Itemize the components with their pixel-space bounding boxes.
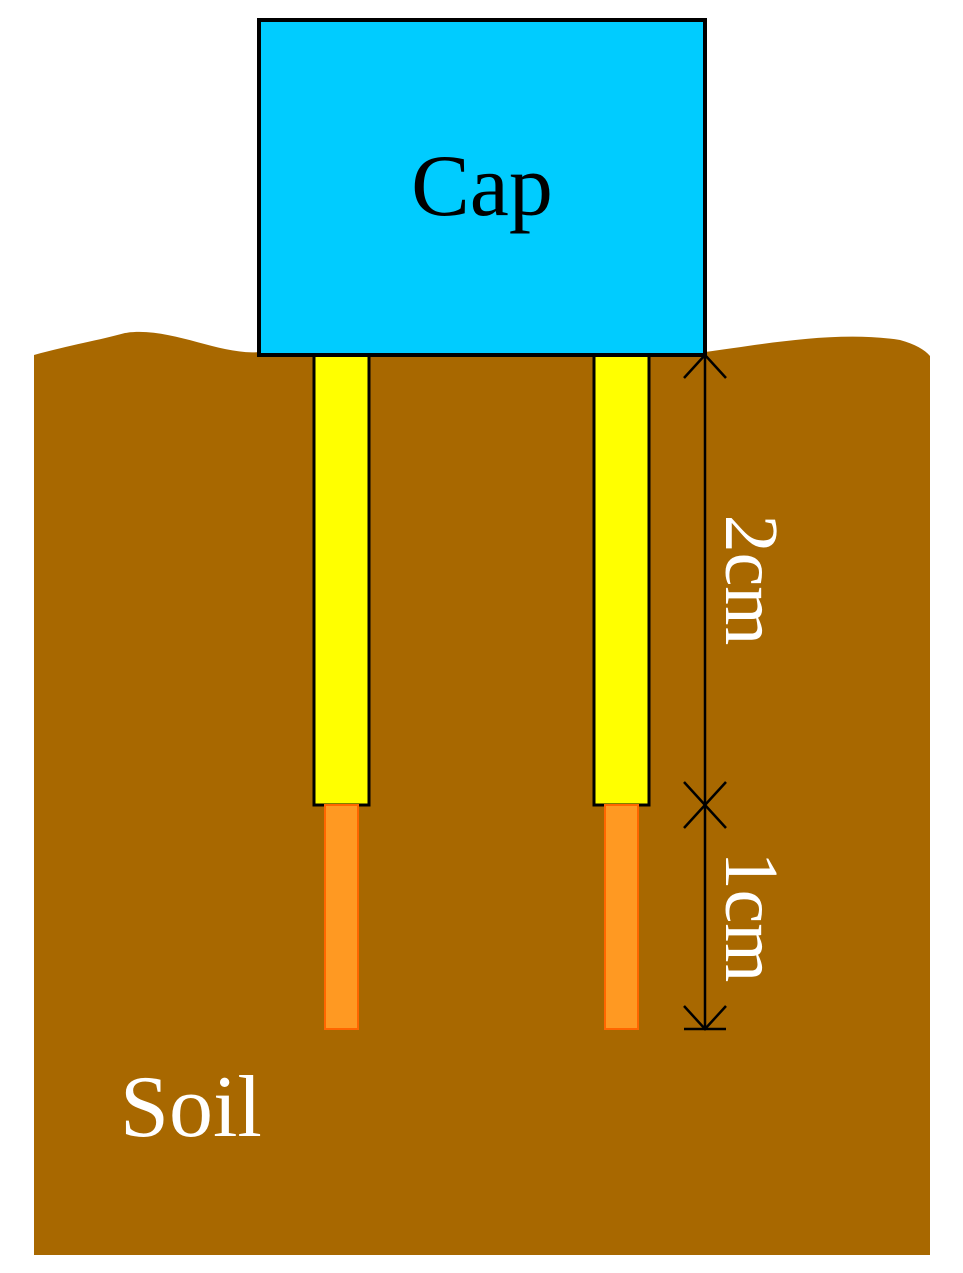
cap-box <box>257 18 707 357</box>
upper-dimension-label: 2cm <box>709 515 793 646</box>
cap-label: Cap <box>411 138 553 235</box>
left-probe-exposed-tip <box>324 804 359 1030</box>
right-probe-exposed-tip <box>604 804 639 1030</box>
dimension-tick-middle-b <box>683 781 727 829</box>
lower-dimension-label: 1cm <box>709 852 793 983</box>
right-probe-insulated-section <box>592 353 651 807</box>
soil-label: Soil <box>120 1059 262 1156</box>
dimension-markers <box>683 353 727 1031</box>
dimension-arrow-top <box>683 353 727 379</box>
left-probe-insulated-section <box>312 353 371 807</box>
